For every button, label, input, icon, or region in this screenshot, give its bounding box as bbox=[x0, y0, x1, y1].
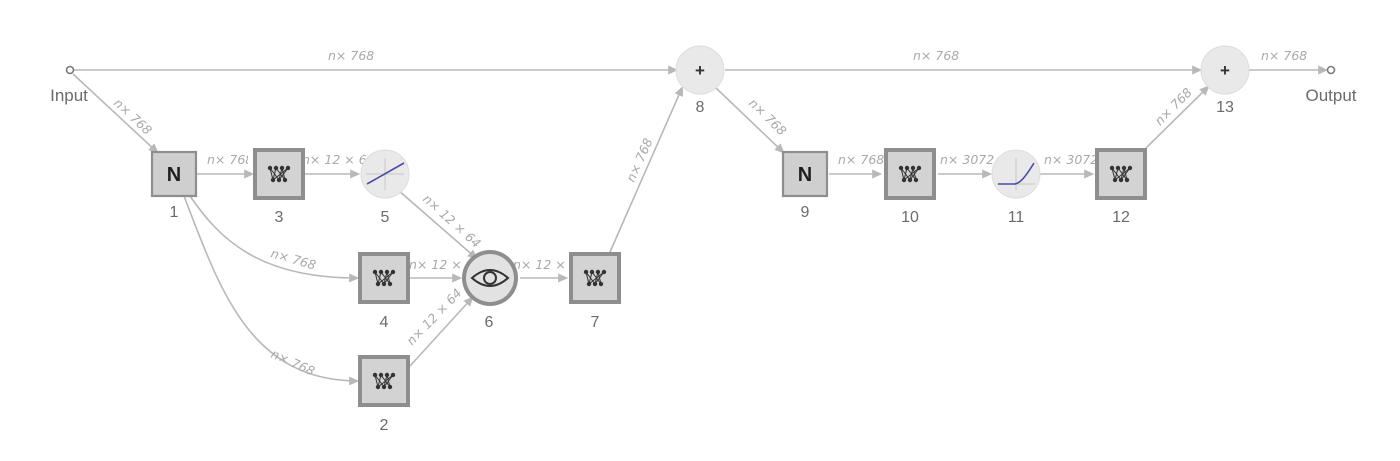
output-port-dot bbox=[1326, 65, 1336, 75]
node-13-add[interactable]: + 13 bbox=[1200, 45, 1250, 116]
edge-label-5-to-6: n× 12 × 64 bbox=[420, 191, 484, 251]
node-number: 1 bbox=[170, 204, 179, 221]
edge-label-4-to-6: n× 12 × 64 bbox=[409, 257, 482, 272]
edge-8-to-9 bbox=[715, 87, 785, 154]
node-5-ramp[interactable]: 5 bbox=[360, 149, 410, 226]
plus-icon: + bbox=[695, 61, 705, 80]
edge-7-to-8 bbox=[609, 85, 683, 253]
node-8-add[interactable]: + 8 bbox=[675, 45, 725, 116]
input-port-dot bbox=[65, 65, 75, 75]
edge-label-input-to-1: n× 768 bbox=[111, 95, 155, 138]
node-12-linear[interactable]: 12 bbox=[1095, 148, 1147, 226]
norm-symbol: N bbox=[167, 164, 181, 186]
node-number: 12 bbox=[1112, 209, 1130, 226]
output-label: Output bbox=[1305, 86, 1356, 105]
edge-input-to-1 bbox=[72, 73, 159, 154]
node-11-ramp[interactable]: 11 bbox=[991, 149, 1041, 226]
edge-label-6-to-7: n× 12 × 64 bbox=[513, 257, 586, 272]
node-10-linear[interactable]: 10 bbox=[884, 148, 936, 226]
edge-label-8-to-9: n× 768 bbox=[746, 95, 790, 138]
node-number: 4 bbox=[380, 314, 389, 331]
ramp-curve-icon bbox=[998, 162, 1035, 185]
node-7-linear[interactable]: 7 bbox=[569, 252, 621, 331]
node-number: 2 bbox=[380, 417, 389, 434]
node-3-linear[interactable]: 3 bbox=[253, 148, 305, 226]
node-number: 11 bbox=[1008, 209, 1025, 226]
input-label: Input bbox=[50, 86, 88, 105]
node-number: 7 bbox=[591, 314, 600, 331]
node-number: 9 bbox=[801, 204, 810, 221]
eye-icon bbox=[470, 269, 510, 287]
linear-curve-icon bbox=[366, 162, 405, 185]
edge-label-1-to-3: n× 768 bbox=[207, 152, 253, 167]
node-number: 6 bbox=[485, 314, 494, 331]
node-number: 5 bbox=[381, 209, 390, 226]
node-number: 10 bbox=[901, 209, 919, 226]
edge-5-to-6 bbox=[397, 189, 478, 260]
input-port[interactable]: Input bbox=[50, 65, 88, 106]
edge-label-11-to-12: n× 3072 bbox=[1044, 152, 1098, 167]
node-number: 13 bbox=[1216, 99, 1234, 116]
edge-label-1-to-4: n× 768 bbox=[269, 245, 318, 272]
edge-label-input-to-8: n× 768 bbox=[328, 48, 374, 63]
edge-2-to-6 bbox=[409, 296, 474, 367]
node-number: 8 bbox=[696, 99, 705, 116]
edge-label-3-to-5: n× 12 × 64 bbox=[302, 152, 375, 167]
edge-12-to-13 bbox=[1145, 85, 1210, 149]
node-6-attention[interactable]: 6 bbox=[462, 250, 518, 331]
edge-label-9-to-10: n× 768 bbox=[838, 152, 884, 167]
edge-1-to-4 bbox=[189, 195, 360, 283]
node-number: 3 bbox=[275, 209, 284, 226]
edges bbox=[70, 65, 1329, 386]
node-1-normalization[interactable]: N 1 bbox=[150, 150, 198, 221]
node-4-linear[interactable]: 4 bbox=[358, 252, 410, 331]
plus-icon: + bbox=[1220, 61, 1230, 80]
edge-label-8-to-13: n× 768 bbox=[913, 48, 959, 63]
norm-symbol: N bbox=[798, 164, 812, 186]
edge-label-10-to-11: n× 3072 bbox=[940, 152, 994, 167]
node-9-normalization[interactable]: N 9 bbox=[781, 150, 829, 221]
edge-label-1-to-2: n× 768 bbox=[269, 346, 317, 379]
edge-1-to-2 bbox=[183, 195, 360, 386]
edge-label-13-to-output: n× 768 bbox=[1261, 48, 1307, 63]
output-port[interactable]: Output bbox=[1305, 65, 1357, 106]
node-2-linear[interactable]: 2 bbox=[358, 355, 410, 434]
